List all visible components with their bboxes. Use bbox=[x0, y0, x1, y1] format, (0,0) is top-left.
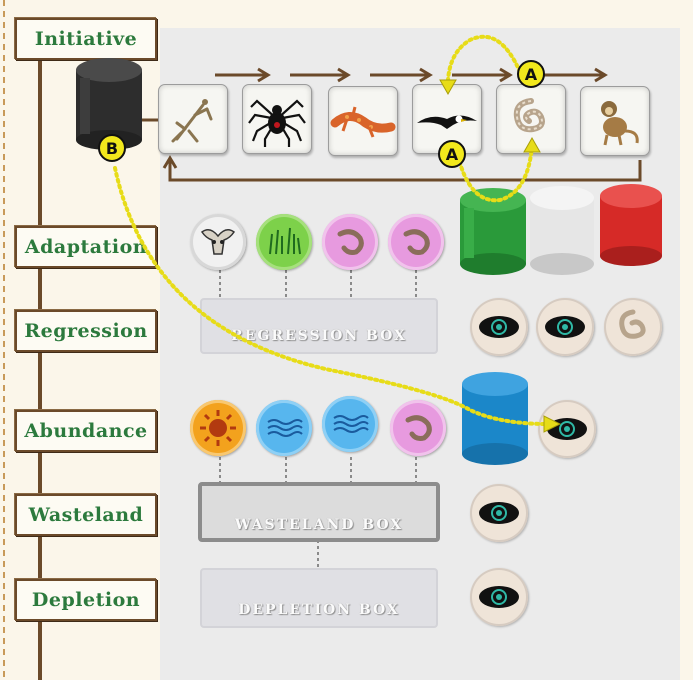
marker-a-bottom: A bbox=[438, 140, 466, 168]
water-icon bbox=[267, 419, 303, 437]
adaptation-token-skull[interactable] bbox=[190, 214, 246, 270]
wasteland-box[interactable]: Wasteland Box bbox=[198, 482, 440, 542]
sun-icon bbox=[200, 410, 236, 446]
eye-icon bbox=[545, 316, 585, 338]
marker-a-top: A bbox=[517, 60, 545, 88]
abundance-token-shrimp[interactable] bbox=[390, 400, 446, 456]
label-wasteland: Wasteland bbox=[15, 494, 157, 536]
marker-b: B bbox=[98, 134, 126, 162]
initiative-tile-mantis[interactable] bbox=[158, 84, 228, 154]
shrimp-icon bbox=[337, 229, 364, 255]
eye-token-regression-2[interactable] bbox=[536, 298, 594, 356]
spider-icon bbox=[248, 99, 306, 147]
eye-icon bbox=[479, 316, 519, 338]
abundance-token-sun[interactable] bbox=[190, 400, 246, 456]
mantis-icon bbox=[171, 99, 213, 143]
marker-a-bottom-label: A bbox=[446, 145, 459, 164]
label-adaptation: Adaptation bbox=[15, 226, 157, 268]
marker-b-label: B bbox=[106, 139, 118, 158]
initiative-tile-monkey[interactable] bbox=[580, 86, 650, 156]
shrimp-icon bbox=[405, 415, 432, 441]
label-regression: Regression bbox=[15, 310, 157, 352]
initiative-tile-spider[interactable] bbox=[242, 84, 312, 154]
white-cylinder[interactable] bbox=[530, 186, 594, 275]
adaptation-token-shrimp-2[interactable] bbox=[388, 214, 444, 270]
rattlesnake-icon bbox=[513, 98, 545, 133]
regression-box[interactable]: Regression Box bbox=[200, 298, 438, 354]
salamander-icon bbox=[330, 106, 396, 138]
rattlesnake-token-regression[interactable] bbox=[604, 298, 662, 356]
eye-icon bbox=[479, 502, 519, 524]
eye-token-depletion[interactable] bbox=[470, 568, 528, 626]
adaptation-token-shrimp-1[interactable] bbox=[322, 214, 378, 270]
eagle-icon bbox=[417, 115, 477, 129]
eye-token-regression-1[interactable] bbox=[470, 298, 528, 356]
grass-icon bbox=[269, 227, 301, 255]
marker-a-top-label: A bbox=[525, 65, 538, 84]
water-icon bbox=[333, 415, 369, 433]
depletion-box[interactable]: Depletion Box bbox=[200, 568, 438, 628]
abundance-token-water-2[interactable] bbox=[322, 396, 378, 452]
black-cylinder[interactable] bbox=[76, 58, 142, 150]
initiative-tile-salamander[interactable] bbox=[328, 86, 398, 156]
label-abundance: Abundance bbox=[15, 410, 157, 452]
red-cylinder[interactable] bbox=[600, 184, 662, 266]
wasteland-box-label: Wasteland Box bbox=[234, 517, 404, 533]
eye-token-wasteland[interactable] bbox=[470, 484, 528, 542]
blue-cylinder[interactable] bbox=[462, 372, 528, 465]
regression-box-label: Regression Box bbox=[231, 328, 407, 344]
label-initiative: Initiative bbox=[15, 18, 157, 60]
depletion-box-label: Depletion Box bbox=[238, 602, 400, 618]
eye-icon bbox=[479, 586, 519, 608]
skull-icon bbox=[200, 229, 236, 255]
label-depletion: Depletion bbox=[15, 579, 157, 621]
abundance-token-water-1[interactable] bbox=[256, 400, 312, 456]
monkey-icon bbox=[601, 101, 639, 146]
rattlesnake-icon bbox=[619, 309, 646, 339]
shrimp-icon bbox=[403, 229, 430, 255]
adaptation-token-grass[interactable] bbox=[256, 214, 312, 270]
